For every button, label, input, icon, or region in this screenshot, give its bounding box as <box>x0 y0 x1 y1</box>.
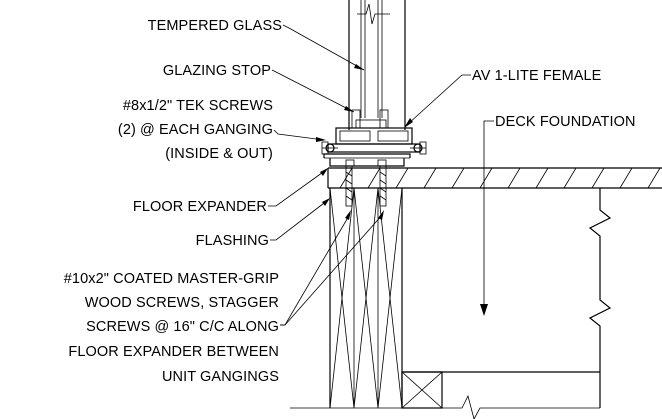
leader-lines <box>268 24 494 326</box>
label-deck-foundation: DECK FOUNDATION <box>495 114 636 130</box>
window-frame <box>348 0 406 130</box>
deck-slab <box>327 167 662 189</box>
floor-expander <box>323 153 411 167</box>
annotations: TEMPERED GLASS GLAZING STOP #8x1/2" TEK … <box>64 18 636 385</box>
label-wood-screws-line-3: SCREWS @ 16" C/C ALONG <box>86 319 279 335</box>
label-tek-screws-line-3: (INSIDE & OUT) <box>165 146 273 162</box>
wood-framing <box>290 187 612 419</box>
label-tempered-glass: TEMPERED GLASS <box>148 18 282 34</box>
sill-extrusion <box>321 109 427 155</box>
label-tek-screws-line-2: (2) @ EACH GANGING <box>118 122 273 138</box>
label-av-lite-female: AV 1-LITE FEMALE <box>472 68 602 84</box>
label-flashing: FLASHING <box>196 233 269 249</box>
label-wood-screws-line-4: FLOOR EXPANDER BETWEEN <box>68 344 279 360</box>
wood-screws <box>345 165 387 207</box>
label-glazing-stop: GLAZING STOP <box>163 63 271 79</box>
label-floor-expander: FLOOR EXPANDER <box>133 199 267 215</box>
label-wood-screws-line-5: UNIT GANGINGS <box>162 369 279 385</box>
label-tek-screws-line-1: #8x1/2" TEK SCREWS <box>123 98 273 114</box>
label-wood-screws-line-2: WOOD SCREWS, STAGGER <box>85 295 279 311</box>
label-wood-screws-line-1: #10x2" COATED MASTER-GRIP <box>64 271 279 287</box>
